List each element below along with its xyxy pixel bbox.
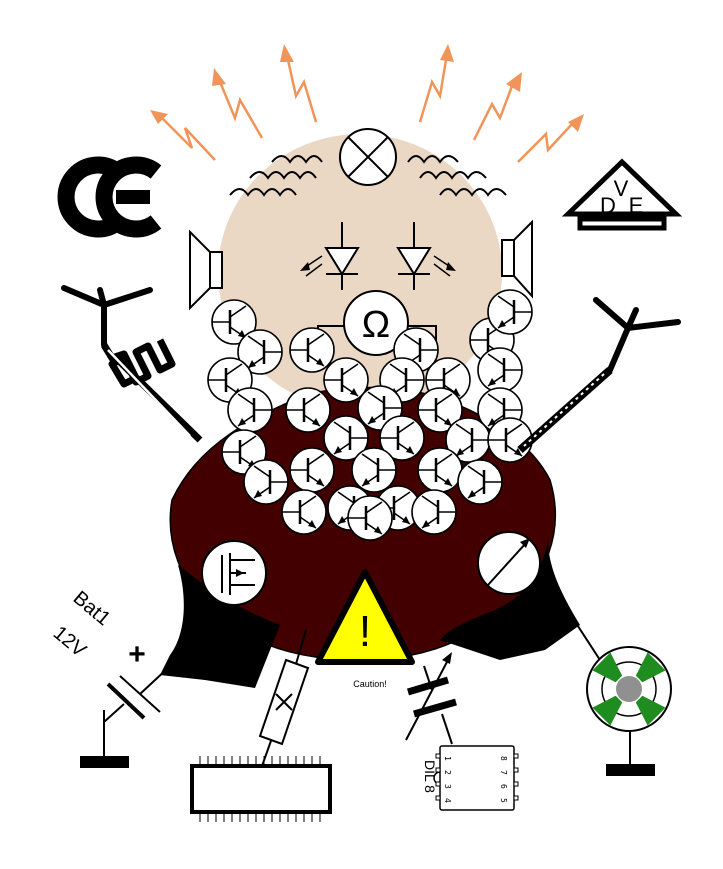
- dil-pin-number: 3: [443, 784, 452, 789]
- resistor-icon: [258, 629, 310, 767]
- transistor-icon: [417, 447, 463, 493]
- transistor-icon: [411, 489, 457, 535]
- shoulder-right: [440, 540, 580, 660]
- inductor-icon: [229, 188, 297, 197]
- lifebuoy-segment: [635, 695, 666, 726]
- transistor-icon: [281, 489, 327, 535]
- antenna-icon: [593, 297, 681, 373]
- transistor-icon: [323, 415, 369, 461]
- dil-pin: [435, 767, 441, 773]
- battery-icon: [103, 667, 169, 758]
- transistor-icon: [237, 329, 283, 375]
- ce-mark-icon: [57, 156, 162, 238]
- ground-left: [80, 756, 129, 768]
- lifebuoy-icon: [573, 619, 672, 764]
- caution-label: Caution!: [353, 679, 387, 689]
- dil-pin: [435, 795, 441, 801]
- antenna-icon: [61, 285, 153, 348]
- dil-pin-number: 6: [499, 784, 508, 789]
- variable-capacitor-icon: [405, 652, 457, 745]
- vde-letter-v: V: [614, 176, 629, 201]
- inductor-icon: [249, 171, 317, 180]
- mosfet-icon: [201, 540, 267, 606]
- dil8-icon: 1 8 2 7 3 6 4 5 DIL 8: [422, 745, 519, 811]
- inductor-coils: [229, 155, 507, 197]
- led-icon: [300, 222, 360, 290]
- antenna-right: [517, 297, 681, 453]
- led-right: [396, 222, 456, 290]
- transistor-icon: [351, 447, 397, 493]
- ic-label: DIL 8: [422, 760, 438, 793]
- spark-arrow: [517, 114, 584, 163]
- transistor-icon: [379, 415, 425, 461]
- ground-right: [606, 764, 655, 776]
- dil-pin: [435, 753, 441, 759]
- lifebuoy-segment: [592, 695, 623, 726]
- vde-letter-e: E: [629, 193, 644, 218]
- dil-pin-number: 1: [443, 756, 452, 761]
- transistor-icon: [289, 327, 335, 373]
- speaker-icon: [189, 229, 223, 311]
- spark-arrows: [150, 44, 584, 163]
- battery-voltage: 12V: [49, 622, 91, 662]
- led-left: [300, 222, 360, 290]
- dil-pin: [513, 795, 519, 801]
- transistor-icon: [417, 387, 463, 433]
- dil-pin: [513, 781, 519, 787]
- vde-letter-d: D: [600, 193, 616, 218]
- dil-pin-number: 4: [443, 798, 452, 803]
- lamp-icon: [339, 128, 397, 186]
- speaker-icon: [501, 219, 533, 299]
- dil-pin-number: 5: [499, 798, 508, 803]
- ground-icon: [80, 756, 129, 768]
- meander-icon: [517, 367, 613, 453]
- transistor-icon: [347, 495, 393, 541]
- antenna-left: [61, 285, 203, 443]
- ground-icon: [606, 764, 655, 776]
- shoulder-left: [160, 565, 280, 688]
- warning-icon: !: [315, 569, 415, 665]
- dil-pin: [513, 753, 519, 759]
- dil-pin-number: 2: [443, 770, 452, 775]
- dil-pin-number: 8: [499, 756, 508, 761]
- chip-icon: [190, 756, 332, 822]
- lifebuoy-segment: [592, 652, 623, 683]
- battery-plus: +: [128, 638, 146, 671]
- inductor-icon: [439, 188, 507, 197]
- spark-arrow: [472, 72, 522, 141]
- speaker-right: [501, 219, 533, 299]
- transistor-icon: [457, 459, 503, 505]
- inductor-icon: [419, 171, 487, 180]
- transistor-icon: [243, 459, 289, 505]
- spark-arrow: [418, 44, 454, 123]
- transistor-icon: [477, 347, 523, 393]
- dil-pin: [513, 767, 519, 773]
- lifebuoy-hub: [616, 676, 642, 702]
- dil-pin-number: 7: [499, 770, 508, 775]
- spark-arrow: [280, 44, 318, 123]
- transistor-icon: [487, 289, 533, 335]
- transistor-cluster: [207, 289, 533, 541]
- spark-arrow: [150, 110, 216, 161]
- transistor-icon: [285, 387, 331, 433]
- inductor-icon: [407, 155, 459, 164]
- inductor-icon: [271, 155, 323, 164]
- warning-mark: !: [359, 607, 371, 656]
- meter-icon: [477, 531, 541, 595]
- transistor-icon: [289, 447, 335, 493]
- transistor-icon: [323, 357, 369, 403]
- vde-mark-icon: V D E: [561, 158, 683, 231]
- speaker-left: [189, 229, 223, 311]
- dil-pin: [435, 781, 441, 787]
- lifebuoy-segment: [635, 652, 666, 683]
- transistor-icon: [227, 387, 273, 433]
- battery-name: Bat1: [69, 587, 115, 630]
- ohm-symbol: Ω: [362, 304, 390, 346]
- led-icon: [396, 222, 456, 290]
- spark-arrow: [212, 68, 264, 139]
- meander-icon: [101, 338, 203, 443]
